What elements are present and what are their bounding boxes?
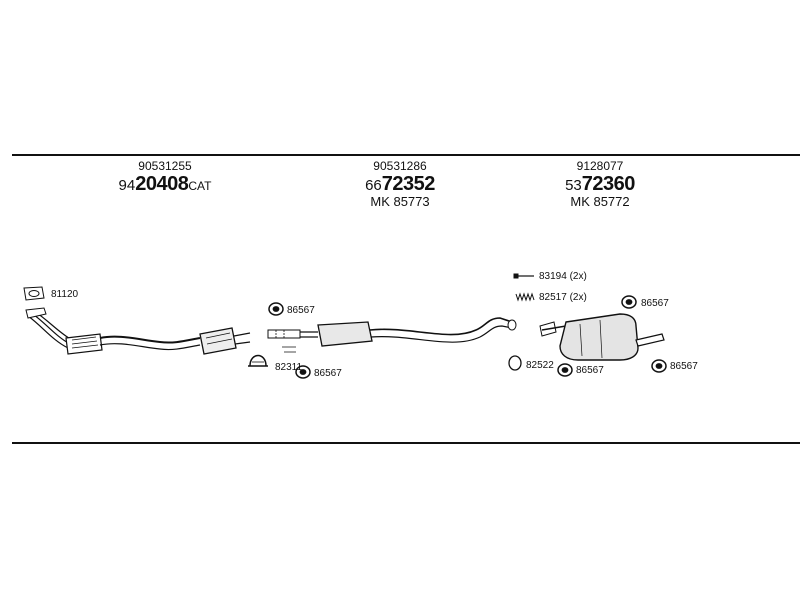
gasket-front-icon xyxy=(23,286,45,301)
label-bolt: 83194 (2x) xyxy=(539,271,587,282)
label-ring: 82522 xyxy=(526,360,554,371)
main-number: 20408 xyxy=(135,173,189,196)
clamp-icon xyxy=(248,354,268,367)
column-rear-silencer: 9128077 5372360 MK 85772 xyxy=(530,159,670,210)
label-hanger-rear-right: 86567 xyxy=(670,361,698,372)
label-hanger-rear-top: 86567 xyxy=(641,298,669,309)
front-pipe-icon xyxy=(25,307,251,355)
rear-silencer-icon xyxy=(541,313,665,361)
part-number: 90531286 xyxy=(373,159,427,173)
ring-icon xyxy=(508,355,522,371)
hanger-icon xyxy=(557,363,573,377)
leader-line xyxy=(282,346,296,353)
main-number: 72352 xyxy=(381,173,436,196)
top-rule xyxy=(12,154,800,156)
spring-icon xyxy=(515,292,535,302)
middle-silencer-icon xyxy=(267,317,517,347)
main-prefix: 53 xyxy=(565,177,582,195)
bottom-rule xyxy=(12,442,800,444)
main-prefix: 94 xyxy=(118,177,136,195)
main-part-number: 5372360 xyxy=(530,173,670,195)
main-number: 72360 xyxy=(581,173,636,196)
label-hanger-rear-bottom: 86567 xyxy=(576,365,604,376)
label-clamp-mid-top: 86567 xyxy=(287,305,315,316)
column-front-pipe: 90531255 9420408CAT xyxy=(95,159,235,195)
hanger-icon xyxy=(268,302,284,316)
hanger-icon xyxy=(651,359,667,373)
label-clamp-mid-bottom: 86567 xyxy=(314,368,342,379)
main-suffix: CAT xyxy=(188,179,212,194)
hanger-icon xyxy=(621,295,637,309)
part-number: 9128077 xyxy=(576,159,624,173)
hanger-icon xyxy=(295,365,311,379)
main-part-number: 6672352 xyxy=(330,173,470,195)
main-part-number: 9420408CAT xyxy=(95,173,235,195)
column-middle-silencer: 90531286 6672352 MK 85773 xyxy=(330,159,470,210)
mk-number: MK 85773 xyxy=(370,194,430,210)
label-spring: 82517 (2x) xyxy=(539,292,587,303)
mk-number: MK 85772 xyxy=(570,194,630,210)
bolt-icon xyxy=(513,273,534,279)
label-clamp-mid-left: 82311 xyxy=(275,362,303,373)
main-prefix: 66 xyxy=(365,177,382,195)
label-gasket-front: 81120 xyxy=(51,289,79,300)
part-number: 90531255 xyxy=(138,159,192,173)
